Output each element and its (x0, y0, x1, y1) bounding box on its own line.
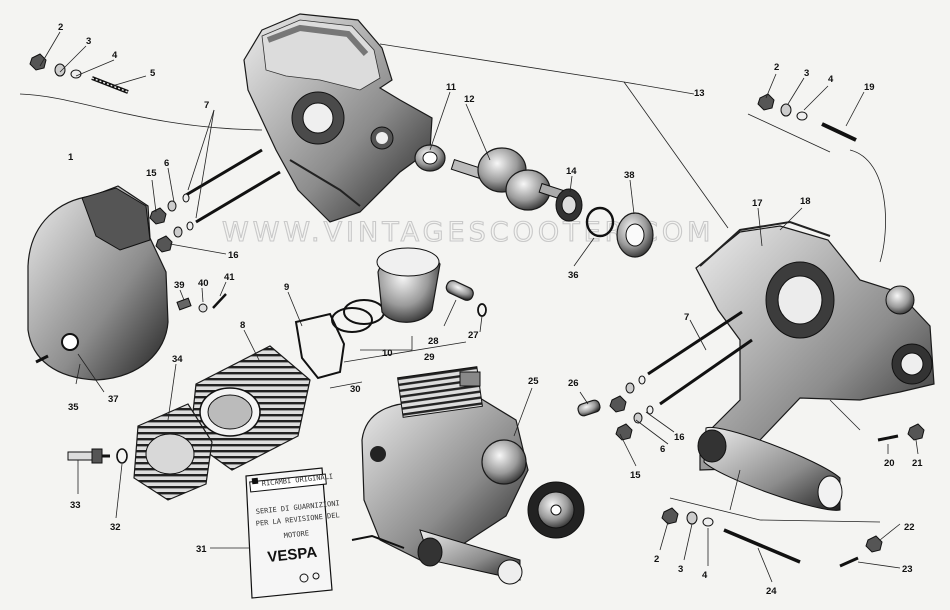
studs-7-lower (647, 310, 753, 406)
callout-39: 39 (174, 280, 185, 291)
callout-4-upper-right: 4 (828, 74, 834, 85)
callout-4-lower: 4 (702, 570, 708, 581)
callout-35: 35 (68, 402, 79, 413)
oil-seal-14 (555, 188, 583, 222)
callout-24: 24 (766, 586, 777, 597)
sleeve-26 (577, 399, 601, 417)
plug-washer-32 (116, 448, 128, 464)
gasket-kit-card-31: RICAMBI ORIGINALI SERIE DI GUARNIZIONI P… (245, 467, 340, 599)
nuts-washers-lower (609, 375, 654, 441)
callout-15-lower: 15 (630, 470, 641, 481)
callout-5: 5 (150, 68, 156, 79)
callout-13: 13 (694, 88, 705, 99)
bolt-set-upper-left (29, 53, 129, 94)
studs-7-upper (185, 148, 281, 224)
bolts-22-23 (839, 535, 883, 568)
circlip-36 (585, 206, 615, 238)
callout-1: 1 (68, 152, 74, 163)
callout-30: 30 (350, 384, 361, 395)
callout-2-upper-right: 2 (774, 62, 779, 73)
main-bearing-11 (414, 144, 446, 172)
roller-bearing-38 (616, 212, 654, 258)
callout-27: 27 (468, 330, 479, 341)
callout-20: 20 (884, 458, 895, 469)
cylinder-head-34 (133, 403, 213, 501)
leader-lines (19, 31, 919, 583)
callout-2-upper-left: 2 (58, 22, 63, 33)
callout-14: 14 (566, 166, 577, 177)
callout-4-upper-left: 4 (112, 50, 118, 61)
callout-31: 31 (196, 544, 207, 555)
callout-17: 17 (752, 198, 763, 209)
callout-3-lower: 3 (678, 564, 683, 575)
callout-28: 28 (428, 336, 439, 347)
callout-7-upper: 7 (204, 100, 209, 111)
pin-clip-27 (477, 303, 487, 317)
callout-6-lower: 6 (660, 444, 665, 455)
callout-3-upper-left: 3 (86, 36, 91, 47)
callout-29: 29 (424, 352, 435, 363)
callout-40: 40 (198, 278, 209, 289)
callout-37: 37 (108, 394, 119, 405)
spark-plug-33 (67, 448, 110, 464)
callout-36: 36 (568, 270, 579, 281)
callout-11: 11 (446, 82, 457, 93)
assembled-engine-25 (351, 366, 585, 585)
callout-18: 18 (800, 196, 811, 207)
callout-10: 10 (382, 348, 393, 359)
gudgeon-pin-28 (445, 280, 474, 301)
callout-33: 33 (70, 500, 81, 511)
callout-labels: 2 3 4 5 7 11 12 13 2 3 4 19 1 15 6 16 14… (58, 22, 923, 597)
callout-7-lower: 7 (684, 312, 689, 323)
callout-15-upper: 15 (146, 168, 157, 179)
crankcase-left-half (243, 13, 433, 223)
callout-22: 22 (904, 522, 915, 533)
callout-6-upper: 6 (164, 158, 169, 169)
fan-cowling-1 (27, 185, 169, 381)
crankshaft-12 (450, 147, 572, 211)
callout-23: 23 (902, 564, 913, 575)
callout-2-lower: 2 (654, 554, 659, 565)
callout-41: 41 (224, 272, 235, 283)
piston-29 (376, 247, 441, 323)
kit-card-line-3: MOTORE (283, 529, 309, 540)
callout-3-upper-right: 3 (804, 68, 809, 79)
callout-25: 25 (528, 376, 539, 387)
nuts-washers-upper (149, 193, 194, 253)
bolt-set-lower (661, 507, 801, 564)
bolt-set-upper-right (757, 93, 857, 142)
callout-32: 32 (110, 522, 121, 533)
callout-26: 26 (568, 378, 579, 389)
crankcase-right-half (695, 220, 935, 511)
callout-9: 9 (284, 282, 289, 293)
callout-19: 19 (864, 82, 875, 93)
callout-38: 38 (624, 170, 635, 181)
callout-16-lower: 16 (674, 432, 685, 443)
piston-rings-10 (331, 299, 385, 333)
cylinder-gasket-9 (294, 312, 346, 380)
kit-card-brand: VESPA (267, 544, 318, 566)
callout-21: 21 (912, 458, 923, 469)
small-parts-39-41 (176, 293, 227, 313)
callout-8: 8 (240, 320, 245, 331)
callout-34: 34 (172, 354, 183, 365)
bolts-20-21 (877, 423, 925, 442)
callout-16-upper: 16 (228, 250, 239, 261)
callout-12: 12 (464, 94, 475, 105)
